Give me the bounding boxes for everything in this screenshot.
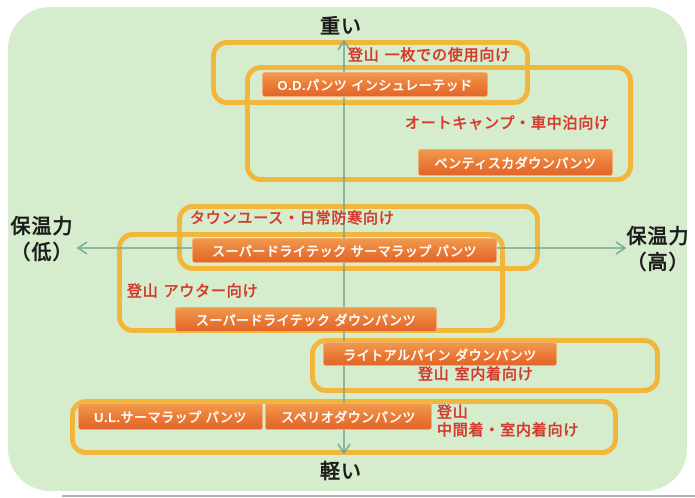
product-badge-superdrytec-thermawrap-pants: スーパードライテック サーマラップ パンツ	[192, 238, 497, 263]
use-label-autocamp: オートキャンプ・車中泊向け	[405, 115, 610, 132]
use-label-mid-indoor: 登山 中間着・室内着向け	[437, 404, 579, 440]
axis-label-heavy: 重い	[320, 16, 362, 38]
axis-label-insulation-low: 保温力 （低）	[9, 214, 75, 266]
use-label-single-use: 登山 一枚での使用向け	[348, 47, 511, 64]
axis-label-insulation-low-line2: （低）	[10, 242, 74, 264]
use-label-outer: 登山 アウター向け	[127, 283, 259, 300]
bottom-divider	[62, 495, 695, 497]
product-badge-light-alpine-down-pants: ライトアルパイン ダウンパンツ	[323, 342, 557, 366]
product-badge-superior-down-pants: スペリオダウンパンツ	[265, 403, 432, 430]
axis-label-light: 軽い	[320, 461, 362, 483]
use-label-mid-indoor-line1: 登山	[437, 404, 469, 421]
group-box-town-use	[177, 204, 540, 271]
product-badge-superdrytec-down-pants: スーパードライテック ダウンパンツ	[175, 307, 437, 332]
group-box-autocamp	[245, 65, 633, 182]
axis-label-insulation-high-line1: 保温力	[626, 226, 690, 248]
axis-label-insulation-high-line2: （高）	[626, 252, 690, 274]
use-label-indoor: 登山 室内着向け	[418, 366, 534, 383]
group-box-single-use	[211, 40, 530, 105]
product-badge-od-pants-insulated: O.D.パンツ インシュレーテッド	[262, 72, 488, 97]
axis-label-insulation-low-line1: 保温力	[10, 216, 74, 238]
use-label-town-use: タウンユース・日常防寒向け	[190, 210, 395, 227]
axis-label-insulation-high: 保温力 （高）	[625, 224, 691, 276]
product-badge-ventisca-down-pants: ベンティスカダウンパンツ	[418, 149, 613, 176]
product-badge-ul-thermawrap-pants: U.L.サーマラップ パンツ	[78, 403, 263, 430]
use-label-mid-indoor-line2: 中間着・室内着向け	[437, 422, 580, 439]
group-box-indoor	[310, 338, 660, 393]
